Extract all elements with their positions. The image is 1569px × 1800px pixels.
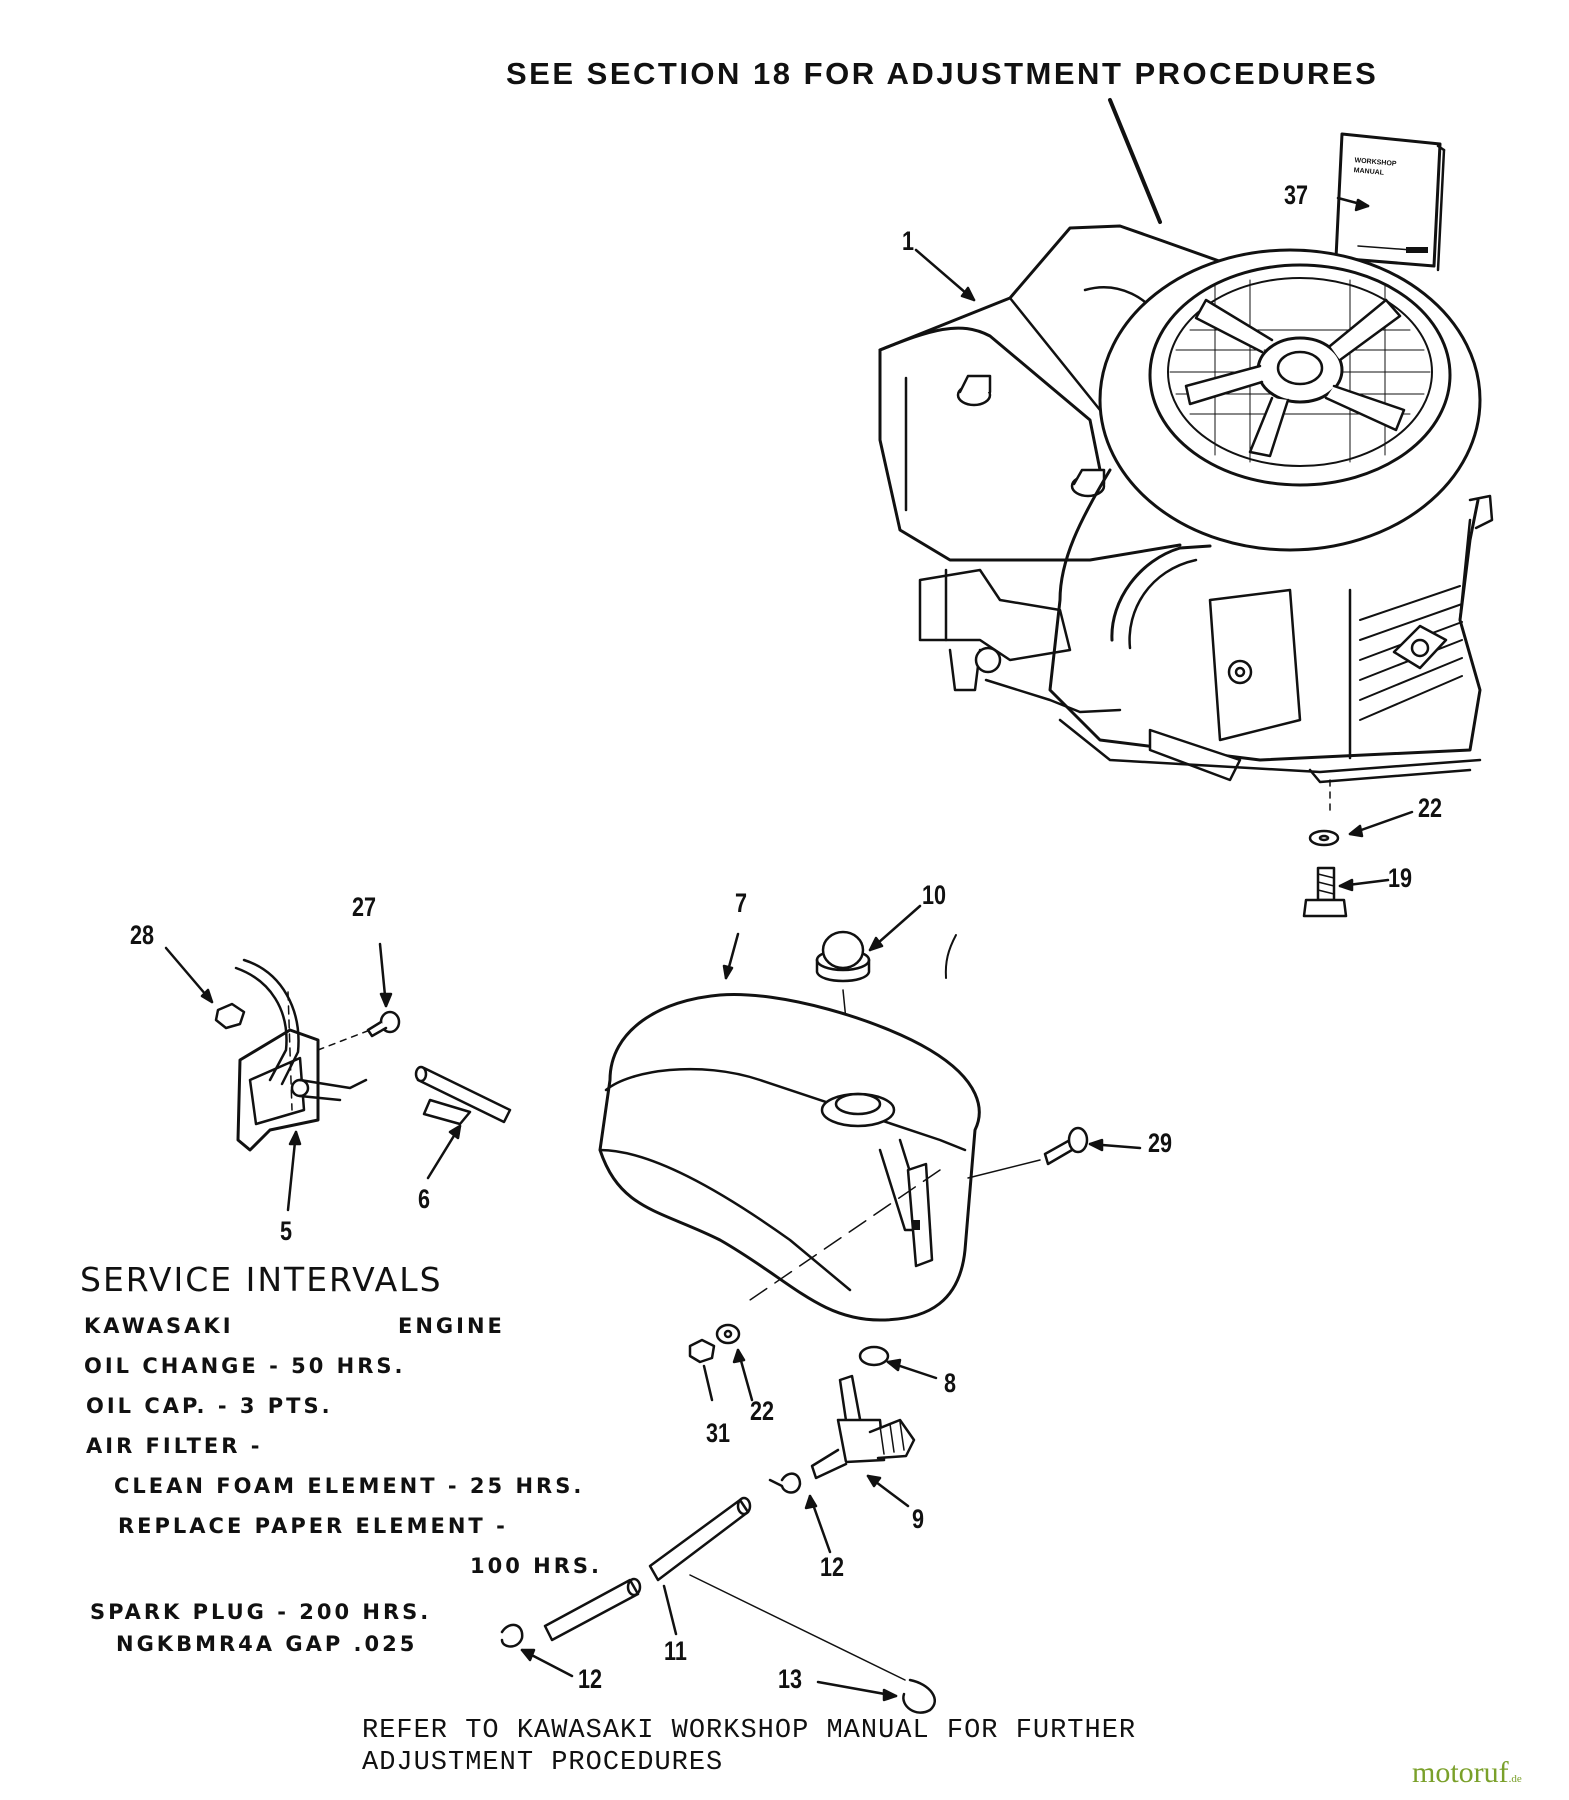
watermark-brand: motoruf (1412, 1756, 1509, 1789)
screw-29 (1045, 1128, 1087, 1164)
service-intervals-title: SERVICE INTERVALS (80, 1260, 443, 1299)
screw-27 (368, 1012, 399, 1036)
callout-11: 11 (664, 1636, 687, 1666)
service-engine-word: ENGINE (398, 1314, 505, 1338)
washer-22-top (1310, 780, 1338, 845)
header-instruction: SEE SECTION 18 FOR ADJUSTMENT PROCEDURES (506, 56, 1379, 91)
header-leader-line (1110, 100, 1160, 222)
callout-12-right: 12 (820, 1552, 845, 1582)
service-foam-element: CLEAN FOAM ELEMENT - 25 HRS. (114, 1474, 585, 1498)
hose-11 (545, 1498, 905, 1680)
callout-6: 6 (418, 1184, 431, 1214)
callout-13: 13 (778, 1664, 803, 1694)
service-spark-plug: SPARK PLUG - 200 HRS. (90, 1600, 432, 1624)
clamp-12-left (502, 1625, 522, 1647)
callout-1: 1 (902, 226, 915, 256)
callout-7: 7 (735, 888, 748, 918)
washer-22-bottom (717, 1325, 739, 1343)
service-oil-cap: OIL CAP. - 3 PTS. (86, 1394, 333, 1418)
watermark-logo: motoruf.de (1412, 1756, 1522, 1790)
callout-arrows (166, 198, 1412, 1700)
callout-12-left: 12 (578, 1664, 603, 1694)
nut-31 (690, 1340, 714, 1362)
service-engine-brand: KAWASAKI (84, 1314, 234, 1338)
fuel-tank-7 (600, 994, 1040, 1320)
callout-37: 37 (1284, 180, 1309, 210)
callout-22-top: 22 (1418, 793, 1443, 823)
callout-28: 28 (130, 920, 155, 950)
manual-cover-title: WORKSHOP MANUAL (1353, 156, 1397, 180)
workshop-manual-booklet (1336, 134, 1444, 270)
callout-31: 31 (706, 1418, 731, 1448)
watermark-suffix: .de (1508, 1773, 1522, 1785)
footer-note-line2: ADJUSTMENT PROCEDURES (362, 1748, 724, 1778)
mark-10 (946, 935, 956, 978)
callout-5: 5 (280, 1216, 293, 1246)
callout-19: 19 (1388, 863, 1413, 893)
fuel-line-6 (416, 1067, 510, 1124)
service-paper-hours: 100 HRS. (470, 1554, 602, 1578)
service-paper-element: REPLACE PAPER ELEMENT - (118, 1514, 508, 1538)
bracket-5 (236, 960, 370, 1150)
callout-29: 29 (1148, 1128, 1173, 1158)
service-plug-spec: NGKBMR4A GAP .025 (116, 1632, 418, 1656)
clamp-13 (903, 1680, 934, 1713)
shutoff-valve-9 (812, 1347, 914, 1478)
engine-assembly (880, 226, 1492, 782)
service-air-filter: AIR FILTER - (86, 1434, 263, 1458)
callout-8: 8 (944, 1368, 957, 1398)
nut-28 (216, 1004, 244, 1028)
service-oil-change: OIL CHANGE - 50 HRS. (84, 1354, 406, 1378)
footer-note-line1: REFER TO KAWASAKI WORKSHOP MANUAL FOR FU… (362, 1716, 1137, 1746)
callout-22-bottom: 22 (750, 1396, 775, 1426)
callout-27: 27 (352, 892, 377, 922)
callout-9: 9 (912, 1504, 925, 1534)
callout-10: 10 (922, 880, 947, 910)
bolt-19 (1304, 868, 1346, 916)
clamp-12-right (770, 1474, 800, 1493)
